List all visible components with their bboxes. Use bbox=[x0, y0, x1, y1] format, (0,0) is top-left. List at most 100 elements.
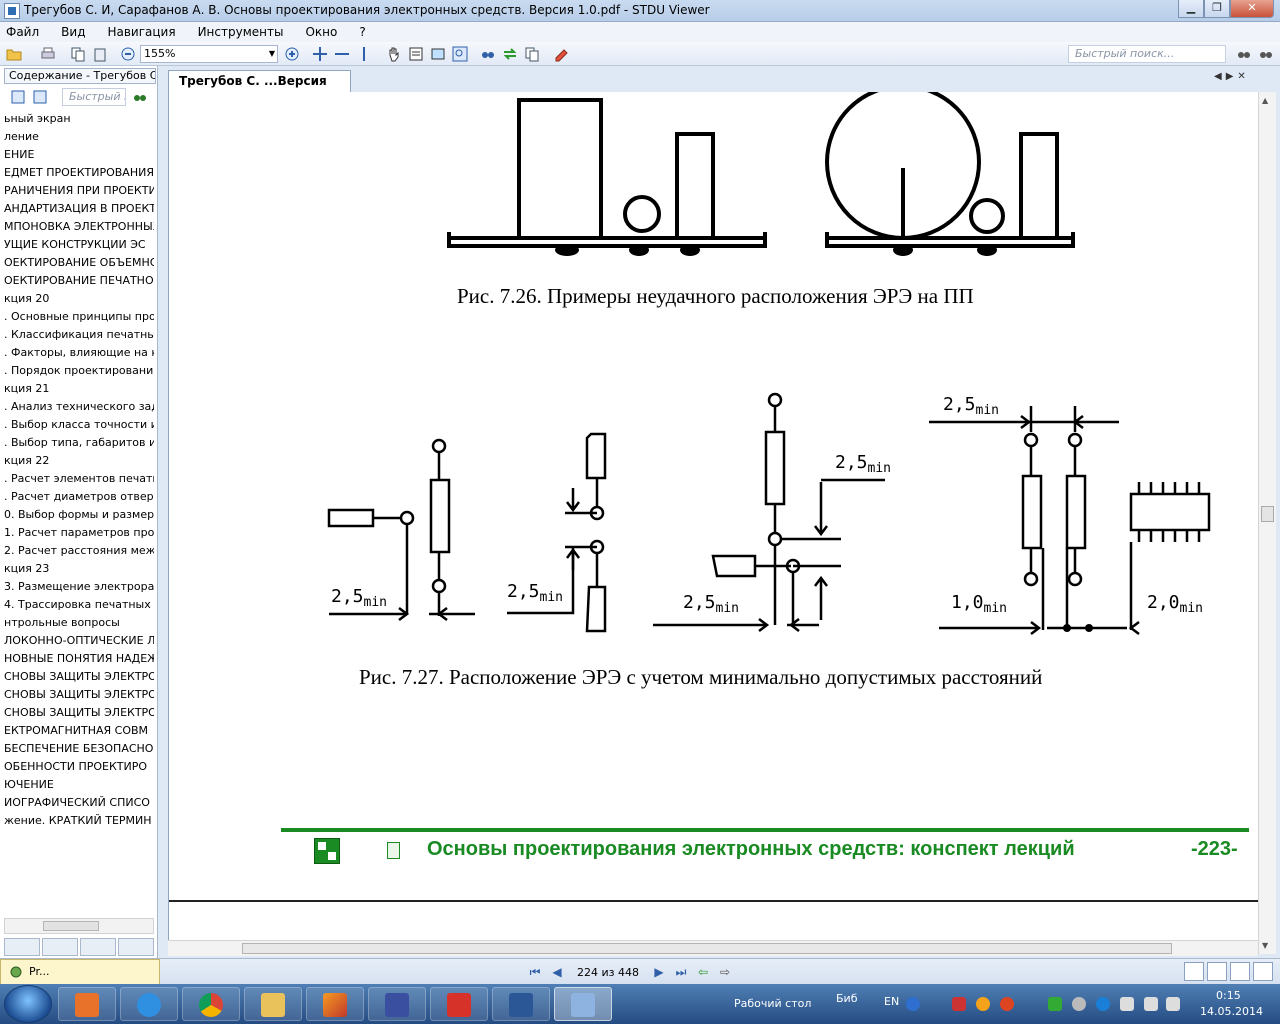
toc-item[interactable]: ЛОКОННО-ОПТИЧЕСКИЕ Л bbox=[4, 632, 154, 650]
desktop-toolbar-label[interactable]: Рабочий стол bbox=[734, 997, 812, 1010]
opera-icon[interactable] bbox=[1000, 997, 1014, 1011]
back-icon[interactable]: ⇦ bbox=[697, 965, 709, 979]
tray-power-icon[interactable] bbox=[1096, 997, 1110, 1011]
toc-item[interactable]: ЮЧЕНИЕ bbox=[4, 776, 154, 794]
toc-item[interactable]: ЕНИЕ bbox=[4, 146, 154, 164]
menu-view[interactable]: Вид bbox=[61, 25, 86, 39]
toc-item[interactable]: нтрольные вопросы bbox=[4, 614, 154, 632]
tray-orange-icon[interactable] bbox=[976, 997, 990, 1011]
toc-item[interactable]: ИОГРАФИЧЕСКИЙ СПИСО bbox=[4, 794, 154, 812]
toc-item[interactable]: . Порядок проектирования bbox=[4, 362, 154, 380]
forward-icon[interactable]: ⇨ bbox=[719, 965, 731, 979]
maximize-button[interactable]: ❐ bbox=[1204, 0, 1230, 18]
vertical-scrollbar[interactable]: ▲ ▼ bbox=[1258, 92, 1276, 954]
toc-item[interactable]: ОЕКТИРОВАНИЕ ПЕЧАТНО bbox=[4, 272, 154, 290]
zoom-out-icon[interactable] bbox=[120, 46, 136, 62]
vertical-scroll-thumb[interactable] bbox=[1261, 506, 1274, 522]
menu-tools[interactable]: Инструменты bbox=[197, 25, 284, 39]
toc-item[interactable]: СНОВЫ ЗАЩИТЫ ЭЛЕКТРО bbox=[4, 668, 154, 686]
contents-tab[interactable]: Содержание - Трегубов С. bbox=[4, 68, 156, 84]
library-toolbar-label[interactable]: Биб bbox=[836, 992, 858, 1005]
toc-item[interactable]: . Расчет диаметров отверс bbox=[4, 488, 154, 506]
zoom-select[interactable]: 155%▼ bbox=[140, 45, 278, 63]
taskbar-matlab[interactable] bbox=[306, 987, 364, 1021]
minimized-panel[interactable]: Pr... bbox=[0, 959, 160, 985]
print-icon[interactable] bbox=[40, 46, 56, 62]
taskbar-word[interactable] bbox=[492, 987, 550, 1021]
sidebar-search-input[interactable]: Быстрый п bbox=[62, 88, 126, 106]
toc-item[interactable]: . Анализ технического зада bbox=[4, 398, 154, 416]
toc-item[interactable]: 4. Трассировка печатных э bbox=[4, 596, 154, 614]
search-options-icon[interactable] bbox=[1258, 46, 1274, 62]
tray-disk-icon[interactable] bbox=[1072, 997, 1086, 1011]
book-view-icon[interactable] bbox=[1253, 962, 1273, 981]
facing-icon[interactable] bbox=[1230, 962, 1250, 981]
toc-item[interactable]: МПОНОВКА ЭЛЕКТРОННЫХ bbox=[4, 218, 154, 236]
binoculars-icon[interactable] bbox=[132, 89, 148, 105]
fit-width-icon[interactable] bbox=[334, 46, 350, 62]
panel-tab-contents[interactable] bbox=[4, 938, 40, 956]
menu-window[interactable]: Окно bbox=[305, 25, 338, 39]
tab-nav-arrows[interactable]: ◀▶✕ bbox=[1214, 71, 1250, 82]
toc-item[interactable]: кция 21 bbox=[4, 380, 154, 398]
toc-item[interactable]: 0. Выбор формы и размер bbox=[4, 506, 154, 524]
horizontal-scrollbar[interactable] bbox=[168, 940, 1258, 956]
toc-item[interactable]: . Выбор класса точности и bbox=[4, 416, 154, 434]
marquee-zoom-icon[interactable] bbox=[452, 46, 468, 62]
toc-item[interactable]: ьный экран bbox=[4, 110, 154, 128]
toc-item[interactable]: 3. Размещение электрорад bbox=[4, 578, 154, 596]
toc-item[interactable]: кция 20 bbox=[4, 290, 154, 308]
toc-item[interactable]: АНДАРТИЗАЦИЯ В ПРОЕКТ bbox=[4, 200, 154, 218]
search-icon[interactable] bbox=[1236, 46, 1252, 62]
toc-item[interactable]: БЕСПЕЧЕНИЕ БЕЗОПАСНОС bbox=[4, 740, 154, 758]
horizontal-scroll-thumb[interactable] bbox=[242, 943, 1172, 954]
first-page-icon[interactable]: ⏮ bbox=[529, 965, 541, 979]
panel-tab-search[interactable] bbox=[118, 938, 154, 956]
toc-item[interactable]: . Факторы, влияющие на к bbox=[4, 344, 154, 362]
toc-item[interactable]: 2. Расчет расстояния межд bbox=[4, 542, 154, 560]
toc-item[interactable]: СНОВЫ ЗАЩИТЫ ЭЛЕКТРОІ bbox=[4, 686, 154, 704]
prev-page-icon[interactable]: ◀ bbox=[552, 965, 562, 979]
annotate-icon[interactable] bbox=[554, 46, 570, 62]
toc-item[interactable]: жение. КРАТКИЙ ТЕРМИН bbox=[4, 812, 154, 830]
document-tab[interactable]: Трегубов С. ...Версия 1.0.pdf bbox=[168, 70, 351, 108]
toc-item[interactable]: ОЕКТИРОВАНИЕ ОБЪЕМНО bbox=[4, 254, 154, 272]
taskbar-chrome[interactable] bbox=[182, 987, 240, 1021]
taskbar-app-red[interactable] bbox=[430, 987, 488, 1021]
toc-item[interactable]: . Классификация печатных bbox=[4, 326, 154, 344]
text-select-icon[interactable] bbox=[408, 46, 424, 62]
toc-item[interactable]: НОВНЫЕ ПОНЯТИЯ НАДЕЖ bbox=[4, 650, 154, 668]
menu-navigation[interactable]: Навигация bbox=[107, 25, 176, 39]
toc-item[interactable]: . Расчет элементов печатн bbox=[4, 470, 154, 488]
toc-item[interactable]: ЕДМЕТ ПРОЕКТИРОВАНИЯ bbox=[4, 164, 154, 182]
hand-tool-icon[interactable] bbox=[386, 46, 402, 62]
last-page-icon[interactable]: ⏭ bbox=[675, 965, 687, 979]
taskbar-explorer[interactable] bbox=[244, 987, 302, 1021]
toc-item[interactable]: . Основные принципы про bbox=[4, 308, 154, 326]
panel-tab-bookmarks[interactable] bbox=[42, 938, 78, 956]
toc-item[interactable]: УЩИЕ КОНСТРУКЦИИ ЭС bbox=[4, 236, 154, 254]
continuous-icon[interactable] bbox=[1207, 962, 1227, 981]
tray-green-icon[interactable] bbox=[1048, 997, 1062, 1011]
copy-icon[interactable] bbox=[70, 46, 86, 62]
close-button[interactable]: ✕ bbox=[1230, 0, 1274, 18]
scroll-up-icon[interactable]: ▲ bbox=[1262, 96, 1269, 105]
toc-item[interactable]: кция 22 bbox=[4, 452, 154, 470]
taskbar-ie[interactable] bbox=[120, 987, 178, 1021]
single-page-icon[interactable] bbox=[1184, 962, 1204, 981]
toc-item[interactable]: кция 23 bbox=[4, 560, 154, 578]
page-indicator[interactable]: 224 из 448 bbox=[577, 965, 639, 979]
start-button[interactable] bbox=[4, 985, 52, 1023]
quick-search-input[interactable]: Быстрый поиск... bbox=[1068, 45, 1226, 63]
paste-icon[interactable] bbox=[92, 46, 108, 62]
image-select-icon[interactable] bbox=[430, 46, 446, 62]
menu-file[interactable]: Файл bbox=[6, 25, 40, 39]
clock-time[interactable]: 0:15 bbox=[1216, 989, 1241, 1002]
scroll-down-icon[interactable]: ▼ bbox=[1262, 941, 1269, 950]
flag-icon[interactable] bbox=[1166, 997, 1180, 1011]
collapse-icon[interactable] bbox=[32, 89, 48, 105]
zoom-in-icon[interactable] bbox=[284, 46, 300, 62]
taskbar-save[interactable] bbox=[368, 987, 426, 1021]
volume-icon[interactable] bbox=[1144, 997, 1158, 1011]
sidebar-scroll-thumb[interactable] bbox=[43, 921, 99, 931]
